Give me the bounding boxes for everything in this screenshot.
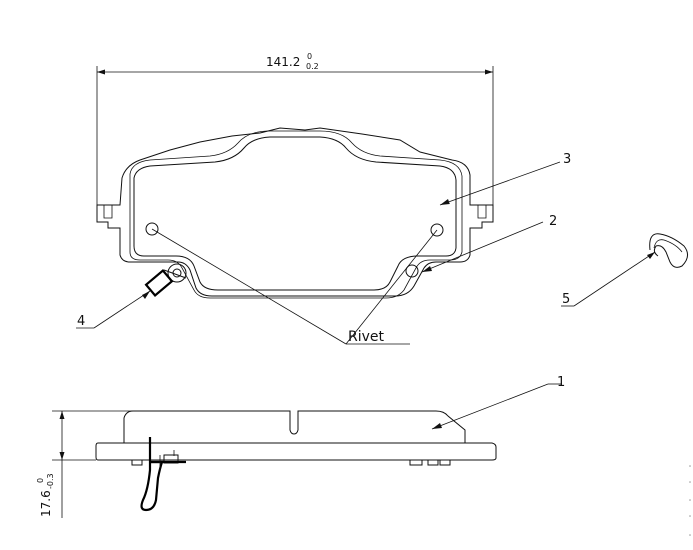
width-tol-lower: 0.2 (306, 62, 319, 71)
thickness-tol-upper: 0 (36, 478, 45, 483)
spring-clip (649, 233, 688, 268)
rivet-label: Rivet (348, 329, 385, 345)
callout-4: 4 (76, 290, 151, 329)
callout-3-label: 3 (563, 152, 571, 167)
friction-material-top-view (129, 130, 463, 299)
rivet-hole-right (430, 223, 444, 237)
thickness-value: 17.6 (39, 490, 53, 517)
width-dimension: 141.2 0 0.2 (96, 52, 494, 205)
plate-hole (405, 264, 419, 278)
callout-4-label: 4 (77, 314, 85, 329)
thickness-dimension: 17.6 0 -0.3 (36, 410, 152, 518)
callout-3: 3 (439, 152, 571, 206)
edge-marks (689, 465, 691, 536)
rivet-hole-left (145, 222, 159, 236)
backing-plate-top-view (96, 127, 494, 297)
thickness-tol-lower: -0.3 (46, 473, 55, 489)
width-value: 141.2 (266, 55, 300, 69)
callout-2: 2 (421, 214, 557, 273)
rivet-leaders: Rivet (151, 228, 438, 345)
callout-2-label: 2 (549, 214, 557, 229)
callout-1: 1 (431, 375, 565, 430)
wear-sensor (144, 263, 187, 297)
callout-5-label: 5 (562, 292, 570, 307)
callout-1-label: 1 (557, 375, 565, 390)
width-tol-upper: 0 (307, 52, 312, 61)
side-view (95, 410, 497, 512)
callout-5: 5 (561, 251, 656, 307)
